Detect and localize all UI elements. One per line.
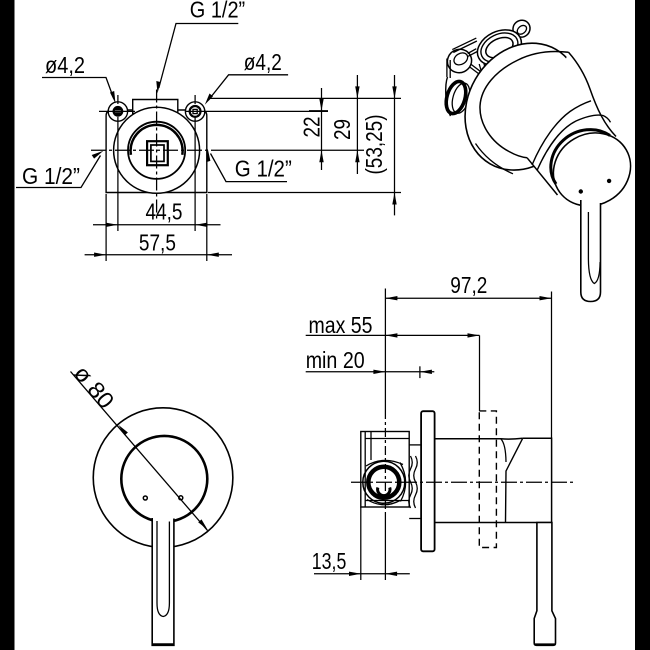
svg-text:max 55: max 55	[309, 312, 373, 338]
svg-text:G 1/2”: G 1/2”	[190, 0, 245, 23]
svg-text:13,5: 13,5	[312, 548, 347, 574]
svg-text:G 1/2”: G 1/2”	[235, 156, 292, 182]
svg-text:min 20: min 20	[306, 347, 365, 373]
svg-text:G 1/2”: G 1/2”	[22, 163, 80, 189]
svg-text:57,5: 57,5	[139, 230, 176, 256]
svg-text:97,2: 97,2	[450, 272, 487, 298]
svg-text:29: 29	[329, 119, 355, 140]
svg-text:44,5: 44,5	[146, 199, 183, 225]
svg-text:(53,25): (53,25)	[361, 115, 387, 175]
svg-text:ø4,2: ø4,2	[45, 52, 85, 78]
svg-text:ø4,2: ø4,2	[244, 49, 282, 75]
svg-text:22: 22	[299, 117, 325, 138]
